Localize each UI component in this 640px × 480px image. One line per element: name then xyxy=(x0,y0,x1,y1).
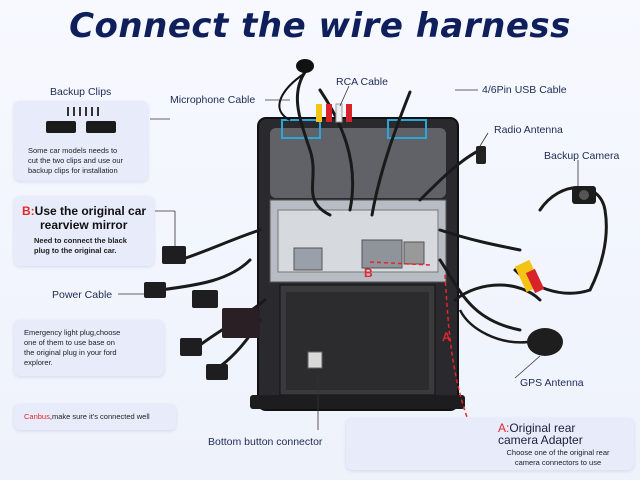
gps-antenna-part xyxy=(458,309,563,356)
microphone-cable-label: Microphone Cable xyxy=(170,94,256,106)
emergency-text-2: one of them to use base on xyxy=(24,338,115,347)
leader-lines xyxy=(118,85,579,430)
rearview-path xyxy=(369,261,431,266)
backup-clips-title: Backup Clips xyxy=(50,86,112,98)
adapter-title-2: camera Adapter xyxy=(498,433,583,447)
backup-clips-text-1: Some car models needs to xyxy=(28,146,118,155)
usb-cable-label: 4/6Pin USB Cable xyxy=(482,84,567,96)
rearview-title-2: rearview mirror xyxy=(40,218,128,232)
canbus-card: Canbus,make sure it's connected well xyxy=(14,404,176,430)
adapter-prefix: A: xyxy=(498,421,510,435)
emergency-text-1: Emergency light plug,choose xyxy=(24,328,121,337)
adapter-text-1: Choose one of the original rear xyxy=(506,448,610,457)
harness-plugs xyxy=(144,246,260,380)
emergency-card: Emergency light plug,choose one of them … xyxy=(14,320,164,376)
rearview-prefix: B: xyxy=(22,204,35,218)
backup-clips-icon xyxy=(46,107,116,133)
backup-camera-label: Backup Camera xyxy=(544,150,620,162)
backup-clips-text-3: backup clips for installation xyxy=(28,166,118,175)
adapter-text-2: camera connectors to use xyxy=(514,458,602,467)
backup-clips-text-2: cut the two clips and use our xyxy=(28,156,124,165)
bottom-button-label: Bottom button connector xyxy=(208,436,323,448)
canbus-prefix: Canbus xyxy=(24,412,50,421)
microphone-part xyxy=(278,59,314,121)
clip-highlight-right xyxy=(387,119,427,139)
canbus-text: ,make sure it's connected well xyxy=(49,412,150,421)
adapter-path xyxy=(444,274,469,421)
emergency-text-3: the original plug in your ford xyxy=(24,348,117,357)
bottom-button-plug xyxy=(307,351,323,369)
backup-clips-card: Some car models needs to cut the two cli… xyxy=(14,101,148,181)
emergency-text-4: explorer. xyxy=(24,358,53,367)
adapter-card: A:Original rear camera Adapter Choose on… xyxy=(346,418,634,470)
radio-antenna-label: Radio Antenna xyxy=(494,124,563,136)
page-title: Connect the wire harness xyxy=(69,6,571,46)
marker-b: B xyxy=(364,266,373,280)
adapter-title-1: Original rear xyxy=(509,421,576,435)
marker-a: A xyxy=(442,330,451,344)
gps-antenna-label: GPS Antenna xyxy=(520,377,584,389)
rearview-card: B:Use the original car rearview mirror N… xyxy=(14,196,154,266)
rca-plugs xyxy=(316,103,352,123)
radio-antenna-plug xyxy=(476,146,486,164)
backup-camera-part xyxy=(514,186,596,294)
rca-cable-label: RCA Cable xyxy=(336,76,388,88)
cables xyxy=(158,70,608,372)
head-unit xyxy=(250,117,465,411)
power-cable-label: Power Cable xyxy=(52,289,113,301)
rearview-text-2: plug to the original car. xyxy=(34,246,117,255)
rearview-text-1: Need to connect the black xyxy=(34,236,127,245)
rearview-title-1: Use the original car xyxy=(34,204,147,218)
